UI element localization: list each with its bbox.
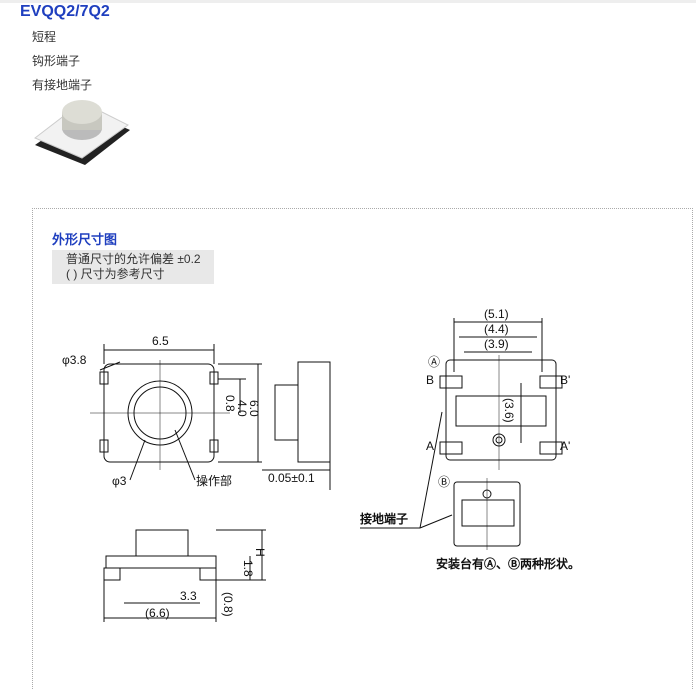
- dimension-panel: [32, 208, 693, 689]
- dim-H: H: [253, 548, 267, 557]
- dim-3-3: 3.3: [180, 589, 197, 603]
- section-title: 外形尺寸图: [52, 232, 118, 247]
- label-b-prime: B': [560, 373, 570, 387]
- label-a: A: [426, 439, 434, 453]
- dim-h3: 6.0: [247, 400, 261, 417]
- dim-h2: 4.0: [235, 400, 249, 417]
- side-view: [262, 361, 331, 490]
- dim-0-8: (0.8): [221, 592, 235, 617]
- dim-h1: 0.8: [223, 395, 237, 412]
- dimension-drawing: 6.5 φ3.8 φ3 操作部 0.8 4.0 6.0 0.05±0.1 (5.…: [34, 100, 580, 622]
- top-bar: [0, 0, 696, 3]
- dim-w3: (3.9): [484, 337, 509, 351]
- dim-w1: (5.1): [484, 307, 509, 321]
- mark-b: Ⓑ: [438, 475, 450, 489]
- dim-1-8: 1.8: [241, 560, 255, 577]
- dim-6-6: (6.6): [145, 606, 170, 620]
- actuator-label: 操作部: [196, 473, 232, 488]
- front-view: [90, 344, 262, 481]
- dim-dia-outer: φ3.8: [62, 353, 87, 367]
- ground-terminal-label: 接地端子: [360, 511, 408, 526]
- mount-caption: 安装台有Ⓐ、Ⓑ两种形状。: [436, 556, 580, 571]
- label-b: B: [426, 373, 434, 387]
- mark-a: Ⓐ: [428, 355, 440, 369]
- dim-h: (3.6): [502, 398, 516, 423]
- feature-item: 短程: [32, 30, 57, 44]
- dim-dia-inner: φ3: [112, 474, 127, 488]
- note-line: ( ) 尺寸为参考尺寸: [66, 267, 165, 281]
- profile-view: [103, 529, 266, 622]
- dim-width: 6.5: [152, 334, 169, 348]
- feature-item: 有接地端子: [32, 78, 93, 92]
- product-title: EVQQ2/7Q2: [20, 3, 110, 20]
- product-photo: [34, 100, 130, 165]
- feature-item: 钩形端子: [32, 54, 81, 68]
- dim-w2: (4.4): [484, 322, 509, 336]
- note-line: 普通尺寸的允许偏差 ±0.2: [66, 252, 201, 266]
- dim-gap: 0.05±0.1: [268, 471, 315, 485]
- bottom-view: [360, 318, 563, 550]
- label-a-prime: A': [560, 439, 570, 453]
- tolerance-note: 普通尺寸的允许偏差 ±0.2 ( ) 尺寸为参考尺寸: [52, 250, 214, 284]
